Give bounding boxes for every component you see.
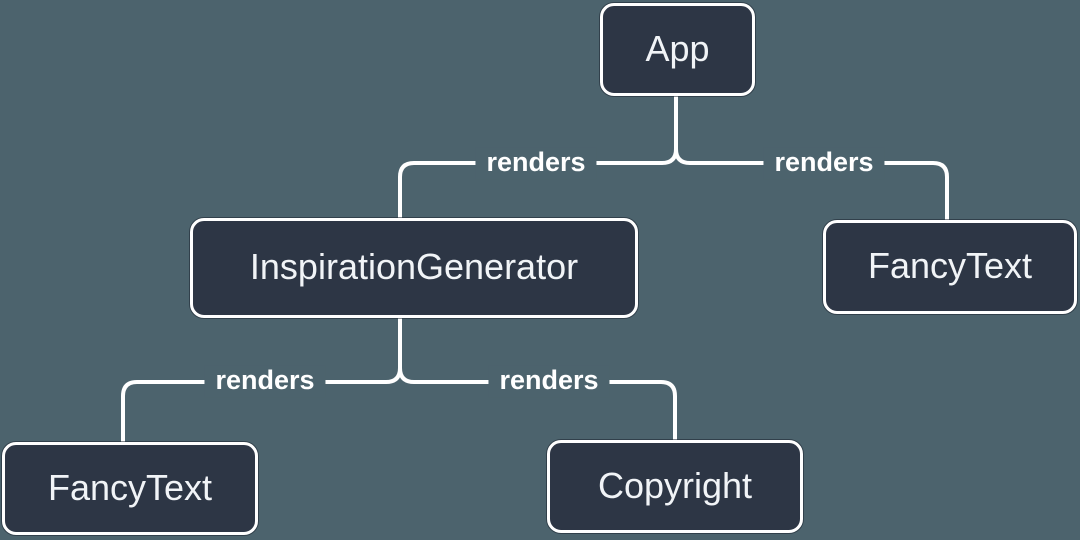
- node-label: FancyText: [47, 466, 213, 508]
- node-inspiration-generator: InspirationGenerator: [190, 218, 638, 318]
- edge-label-inspiration-generator-fancy-text: renders: [204, 365, 326, 397]
- node-copyright: Copyright: [547, 440, 803, 533]
- node-label: FancyText: [867, 245, 1033, 286]
- node-label: InspirationGenerator: [249, 246, 579, 287]
- node-fancy-text-top: FancyText: [823, 220, 1077, 314]
- edge-label-app-fancy-text: renders: [763, 147, 885, 179]
- node-label: Copyright: [597, 464, 753, 506]
- edge-label-app-inspiration-generator: renders: [475, 147, 597, 179]
- node-label: App: [645, 27, 710, 69]
- node-app: App: [600, 3, 755, 96]
- node-fancy-text-bottom: FancyText: [2, 442, 258, 535]
- edge-label-inspiration-generator-copyright: renders: [488, 365, 610, 397]
